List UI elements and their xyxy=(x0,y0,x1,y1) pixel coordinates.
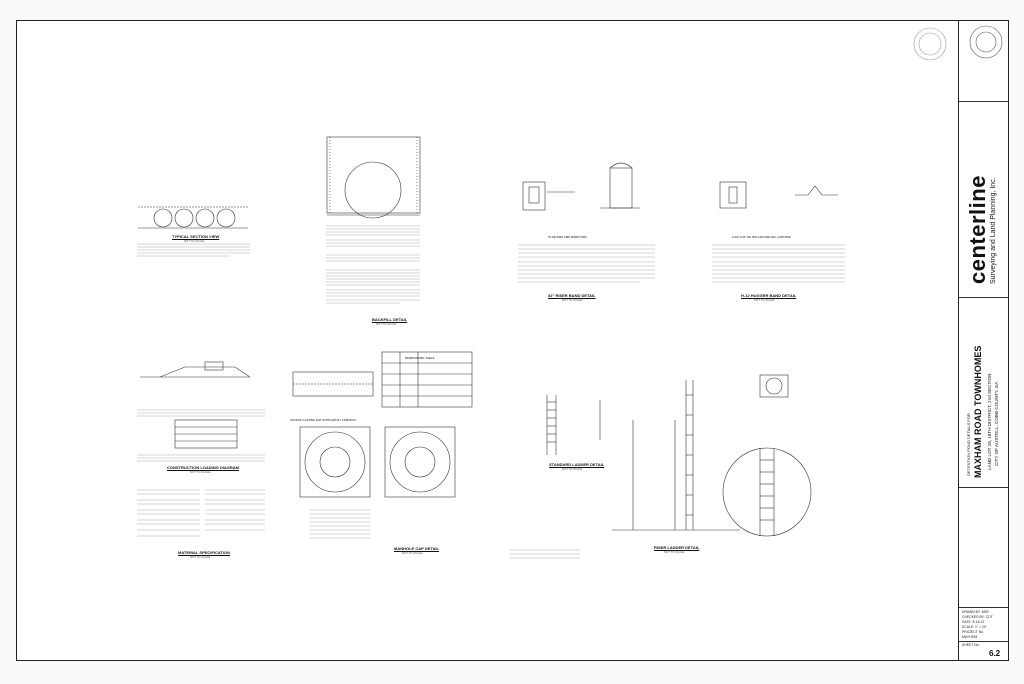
project-no: MAYH198 xyxy=(962,635,978,639)
riser-band-scale: NOT TO SCALE xyxy=(562,298,583,302)
manhole-plan-drawing xyxy=(292,351,473,498)
checked-by: CHECKED BY: CDT xyxy=(962,615,993,619)
backfill-drawing xyxy=(326,136,421,219)
backfill-scale: NOT TO SCALE xyxy=(376,322,397,326)
typical-section-title: TYPICAL SECTION VIEW xyxy=(172,234,220,239)
standard-ladder-drawing xyxy=(546,395,601,455)
manhole-cap-title: MANHOLE CAP DETAIL xyxy=(394,546,439,551)
project-line1: LAND LOT 28, 18TH DISTRICT, 2nd SECTION xyxy=(987,373,992,470)
rolled-helcor-label: 2-2/3"x1/2" RE-ROLLED END HEL-COR PIPE xyxy=(732,235,791,239)
project-header: DETENTION POND DETAILS FOR xyxy=(966,413,971,476)
material-spec-scale: NOT TO SCALE xyxy=(190,555,211,559)
fields-cell: DRAWN BY: MSF CHECKED BY: CDT DATE: 8-16… xyxy=(959,608,1009,642)
material-spec-title: MATERIAL SPECIFICATION xyxy=(178,550,230,555)
sheet-no-label: SHEET No. xyxy=(962,643,980,647)
backfill-title: BACKFILL DETAIL xyxy=(372,317,408,322)
manhole-cap-scale: NOT TO SCALE xyxy=(402,551,423,555)
construction-loading-drawing xyxy=(140,361,251,449)
riser-ladder-title: RISER LADDER DETAIL xyxy=(654,545,700,550)
firm-name: centerline xyxy=(965,175,990,284)
drawn-by: DRAWN BY: MSF xyxy=(962,610,990,614)
seal-cell xyxy=(959,20,1009,102)
sheet-number: 6.2 xyxy=(989,649,1001,658)
project-name: MAXHAM ROAD TOWNHOMES xyxy=(973,345,983,478)
project-line2: CITY OF AUSTELL, COBB COUNTY, GA xyxy=(994,381,999,466)
seal-left xyxy=(913,27,947,61)
hugger-band-scale: NOT TO SCALE xyxy=(754,298,775,302)
reinforcing-table-label: REINFORCING TABLE xyxy=(405,356,435,360)
riser-ladder-drawing xyxy=(612,374,812,537)
typical-section-drawing xyxy=(138,206,248,229)
firm-cell: centerline Surveying and Land Planning, … xyxy=(959,102,1009,298)
hugger-band-title: H-12 HUGGER BAND DETAIL xyxy=(741,293,797,298)
date-field: DATE: 8-16-22 xyxy=(962,620,985,624)
revision-cell xyxy=(959,488,1009,608)
sheet-cell: SHEET No. 6.2 xyxy=(959,642,1009,661)
firm-tagline: Surveying and Land Planning, Inc. xyxy=(990,177,997,284)
project-no-label: PROJECT No. xyxy=(962,630,984,634)
access-casting-label: ACCESS CASTING NOT SUPPLIED BY CONTECH xyxy=(290,418,356,422)
scale-field: SCALE: 1" = 20' xyxy=(962,625,987,629)
title-block: centerline Surveying and Land Planning, … xyxy=(958,20,1009,661)
project-cell: DETENTION POND DETAILS FOR MAXHAM ROAD T… xyxy=(959,298,1009,488)
standard-ladder-title: STANDARD LADDER DETAIL xyxy=(549,462,605,467)
seal-right xyxy=(969,25,1003,59)
riser-band-title: 32" RISER BAND DETAIL xyxy=(548,293,596,298)
plain-end-cmp-label: PLAIN END CMP RISER PIPE xyxy=(548,235,587,239)
construction-loading-scale: NOT TO SCALE xyxy=(190,470,211,474)
riser-band-drawing xyxy=(522,162,640,211)
construction-loading-title: CONSTRUCTION LOADING DIAGRAM xyxy=(167,465,239,470)
riser-ladder-scale: NOT TO SCALE xyxy=(664,550,685,554)
hugger-band-drawing xyxy=(719,181,838,209)
standard-ladder-scale: NOT TO SCALE xyxy=(562,467,583,471)
typical-section-scale: NOT TO SCALE xyxy=(184,239,205,243)
